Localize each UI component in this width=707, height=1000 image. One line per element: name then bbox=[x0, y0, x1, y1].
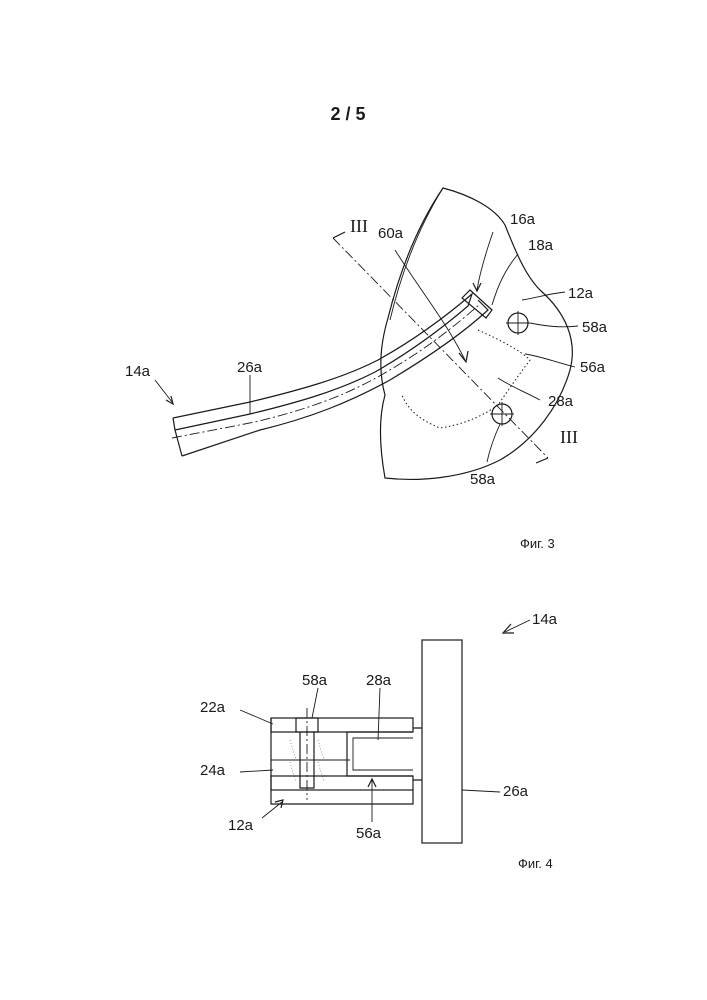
figure-4-caption: Фиг. 4 bbox=[518, 856, 553, 871]
label-22a: 22a bbox=[200, 699, 226, 716]
leader-58a-lower bbox=[487, 424, 500, 462]
leader-58a-fig4 bbox=[312, 688, 318, 718]
leader-16a bbox=[477, 232, 493, 290]
section-arrow-bottom bbox=[536, 458, 548, 463]
section-line bbox=[333, 238, 548, 458]
label-14a-fig4: 14a bbox=[532, 611, 558, 628]
plate-22a bbox=[271, 718, 413, 732]
pocket-outline-dotted bbox=[402, 330, 530, 428]
label-58a-upper: 58a bbox=[582, 319, 608, 336]
label-56a: 56a bbox=[580, 359, 606, 376]
label-28a: 28a bbox=[548, 393, 574, 410]
label-16a: 16a bbox=[510, 211, 536, 228]
label-60a: 60a bbox=[378, 225, 404, 242]
leader-58a-upper bbox=[530, 323, 578, 327]
tube-end-face bbox=[175, 430, 182, 456]
tube-body bbox=[173, 294, 472, 430]
leader-56a bbox=[525, 354, 575, 367]
figure-3-caption: Фиг. 3 bbox=[520, 536, 555, 551]
plate-24a bbox=[271, 776, 413, 790]
section-arrow-top bbox=[333, 232, 345, 238]
label-58a-lower: 58a bbox=[470, 471, 496, 488]
label-24a: 24a bbox=[200, 762, 226, 779]
figure-4: 14a 58a 28a 22a 24a 26a 12a 56a Фиг. 4 bbox=[200, 611, 558, 871]
tube-26a-section bbox=[422, 640, 462, 843]
label-18a: 18a bbox=[528, 237, 554, 254]
leader-22a bbox=[240, 710, 273, 724]
tube-end-cap bbox=[173, 418, 175, 430]
label-56a-fig4: 56a bbox=[356, 825, 382, 842]
label-section-bottom: III bbox=[560, 427, 578, 447]
leader-26a-fig4 bbox=[462, 790, 500, 792]
leader-24a bbox=[240, 770, 273, 772]
page-number: 2 / 5 bbox=[330, 104, 365, 124]
leader-18a bbox=[492, 254, 518, 305]
label-12a-fig4: 12a bbox=[228, 817, 254, 834]
leader-14a bbox=[155, 380, 172, 402]
label-14a: 14a bbox=[125, 363, 151, 380]
label-58a-fig4: 58a bbox=[302, 672, 328, 689]
label-section-top: III bbox=[350, 216, 368, 236]
label-26a-fig4: 26a bbox=[503, 783, 529, 800]
leader-16a-arrow bbox=[473, 283, 481, 291]
flange-16a bbox=[462, 290, 492, 318]
label-12a: 12a bbox=[568, 285, 594, 302]
channel-inner-28a bbox=[353, 738, 413, 770]
figure-3: III 60a 16a 18a 12a 58a 56a 28a III 58a … bbox=[125, 188, 608, 551]
label-26a: 26a bbox=[237, 359, 263, 376]
flange-join bbox=[413, 728, 422, 780]
housing-body-12a bbox=[271, 718, 413, 804]
channel-56a bbox=[347, 732, 413, 776]
label-28a-fig4: 28a bbox=[366, 672, 392, 689]
housing-outline bbox=[380, 188, 572, 479]
leader-14a-arrow bbox=[166, 396, 173, 404]
